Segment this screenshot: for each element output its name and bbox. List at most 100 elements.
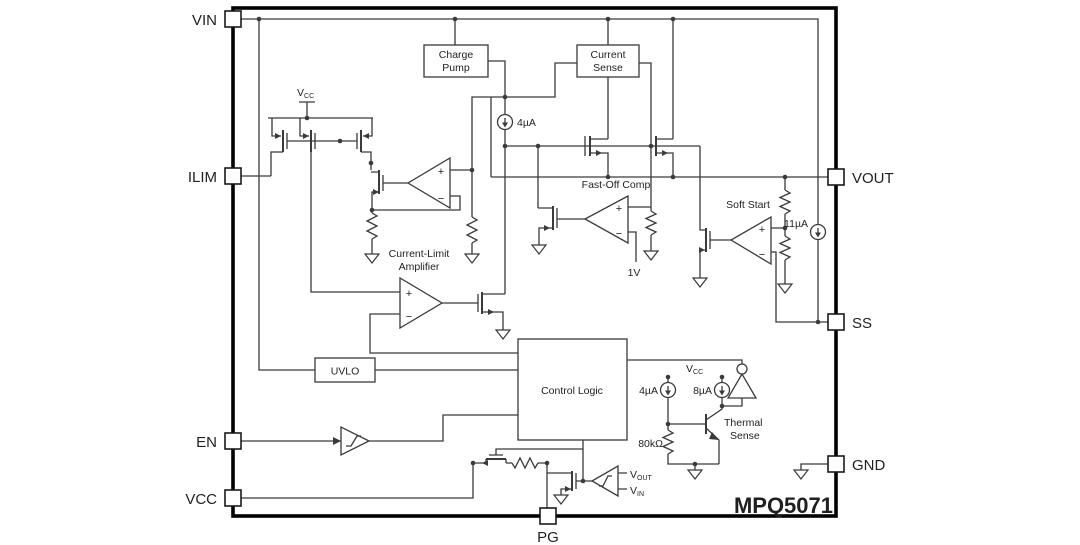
current-source-11ua xyxy=(809,223,827,241)
ilim-input-amp: + − xyxy=(406,156,451,210)
pin-square-vin xyxy=(224,10,242,28)
minus-sign: − xyxy=(406,311,412,323)
current-source-4ua-gate xyxy=(496,113,514,131)
part-number: MPQ5071 xyxy=(734,493,833,518)
resistor-softstart-top xyxy=(778,189,792,215)
inverter-bubble-icon xyxy=(736,363,748,375)
current-limit-label-1: Current-Limit xyxy=(389,248,450,260)
current-sense-label-2: Sense xyxy=(593,62,623,74)
current-limit-label-2: Amplifier xyxy=(399,261,440,273)
pin-label-vout: VOUT xyxy=(852,170,894,187)
pin-square-gnd xyxy=(827,455,845,473)
v-sub: OUT xyxy=(637,475,653,482)
label-thermal-2: Sense xyxy=(730,430,760,442)
pin-vcc: VCC xyxy=(185,489,242,508)
hysteresis-icon xyxy=(599,475,612,487)
label-80k: 80kΩ xyxy=(638,438,663,450)
channel-bars xyxy=(282,130,707,491)
fast-off-comparator: + − Fast-Off Comp xyxy=(582,179,651,245)
inverter-triangle xyxy=(726,372,758,399)
uvlo-block: UVLO xyxy=(314,357,376,383)
uvlo-box xyxy=(314,357,376,383)
thermal-inverter xyxy=(726,363,758,399)
power-good-comparator xyxy=(590,464,619,498)
control-logic-label: Control Logic xyxy=(541,385,603,397)
current-limit-amp-triangle xyxy=(399,276,444,330)
label-pg-vout: VOUT xyxy=(630,469,653,482)
current-source-4ua-thermal xyxy=(659,381,677,399)
plus-sign: + xyxy=(438,166,444,178)
charge-pump-block: Charge Pump xyxy=(423,44,489,78)
pin-label-en: EN xyxy=(196,434,217,451)
pin-square-en xyxy=(224,432,242,450)
pin-label-ss: SS xyxy=(852,315,872,332)
v-main: V xyxy=(630,469,637,481)
pin-ilim: ILIM xyxy=(188,167,242,186)
current-sense-box xyxy=(576,44,640,78)
pin-en: EN xyxy=(196,432,242,451)
chip-boundary xyxy=(231,6,838,518)
current-sense-block: Current Sense xyxy=(576,44,640,78)
label-11ua: 11µA xyxy=(784,218,808,230)
vcc-main: V xyxy=(297,87,304,99)
resistor-ilim-left xyxy=(365,212,379,240)
pin-square-vcc xyxy=(224,489,242,507)
pin-label-gnd: GND xyxy=(852,457,886,474)
charge-pump-label-1: Charge xyxy=(439,49,474,61)
device-arrows xyxy=(275,133,719,492)
vcc-sub: CC xyxy=(304,93,314,100)
v-sub: IN xyxy=(637,491,644,498)
resistor-pg xyxy=(511,456,539,470)
control-logic-box xyxy=(517,338,628,441)
soft-start-comp-triangle xyxy=(729,215,772,266)
label-vcc-mirror: VCC xyxy=(297,87,314,100)
pin-label-vin: VIN xyxy=(192,12,217,29)
v-main: V xyxy=(630,485,637,497)
fast-off-comp-triangle xyxy=(583,194,629,245)
plus-sign: + xyxy=(759,224,765,236)
label-1v-ref: 1V xyxy=(628,267,641,279)
resistors xyxy=(365,189,792,470)
current-sense-label-1: Current xyxy=(590,49,625,61)
uvlo-label: UVLO xyxy=(331,366,360,378)
vcc-main: V xyxy=(686,363,693,375)
current-source-8ua-thermal xyxy=(713,381,731,399)
soft-start-comparator: + − Soft Start xyxy=(726,199,772,266)
label-4ua-gate: 4µA xyxy=(517,117,536,129)
current-limit-amplifier: + − Current-Limit Amplifier xyxy=(389,248,450,330)
minus-sign: − xyxy=(616,228,622,240)
ground-symbols xyxy=(363,244,810,505)
label-pg-vin: VIN xyxy=(630,485,644,498)
pin-vout: VOUT xyxy=(827,168,894,187)
control-logic-block: Control Logic xyxy=(517,338,628,441)
plus-sign: + xyxy=(406,288,412,300)
label-vcc-thermal: VCC xyxy=(686,363,703,376)
charge-pump-label-2: Pump xyxy=(442,62,470,74)
label-4ua-thermal: 4µA xyxy=(639,385,658,397)
resistor-ilim-right xyxy=(465,216,479,244)
fast-off-comp-label: Fast-Off Comp xyxy=(582,179,651,191)
minus-sign: − xyxy=(759,249,765,261)
pin-label-pg: PG xyxy=(537,529,559,545)
pin-gnd: GND xyxy=(827,455,886,474)
resistor-80k xyxy=(661,429,675,455)
minus-sign: − xyxy=(438,193,444,205)
resistor-softstart-bottom xyxy=(778,235,792,261)
junction-dots xyxy=(256,16,821,484)
pin-vin: VIN xyxy=(192,10,242,29)
label-8ua-thermal: 8µA xyxy=(693,385,712,397)
charge-pump-box xyxy=(423,44,489,78)
pin-square-ilim xyxy=(224,167,242,185)
plus-sign: + xyxy=(616,203,622,215)
ilim-input-amp-triangle xyxy=(406,156,451,210)
pin-label-vcc: VCC xyxy=(185,491,217,508)
pin-square-vout xyxy=(827,168,845,186)
en-buffer xyxy=(340,425,371,457)
label-thermal-1: Thermal xyxy=(724,417,763,429)
vcc-sub: CC xyxy=(693,369,703,376)
resistor-fastoff xyxy=(644,210,658,236)
current-sources xyxy=(496,113,827,399)
pin-square-ss xyxy=(827,313,845,331)
